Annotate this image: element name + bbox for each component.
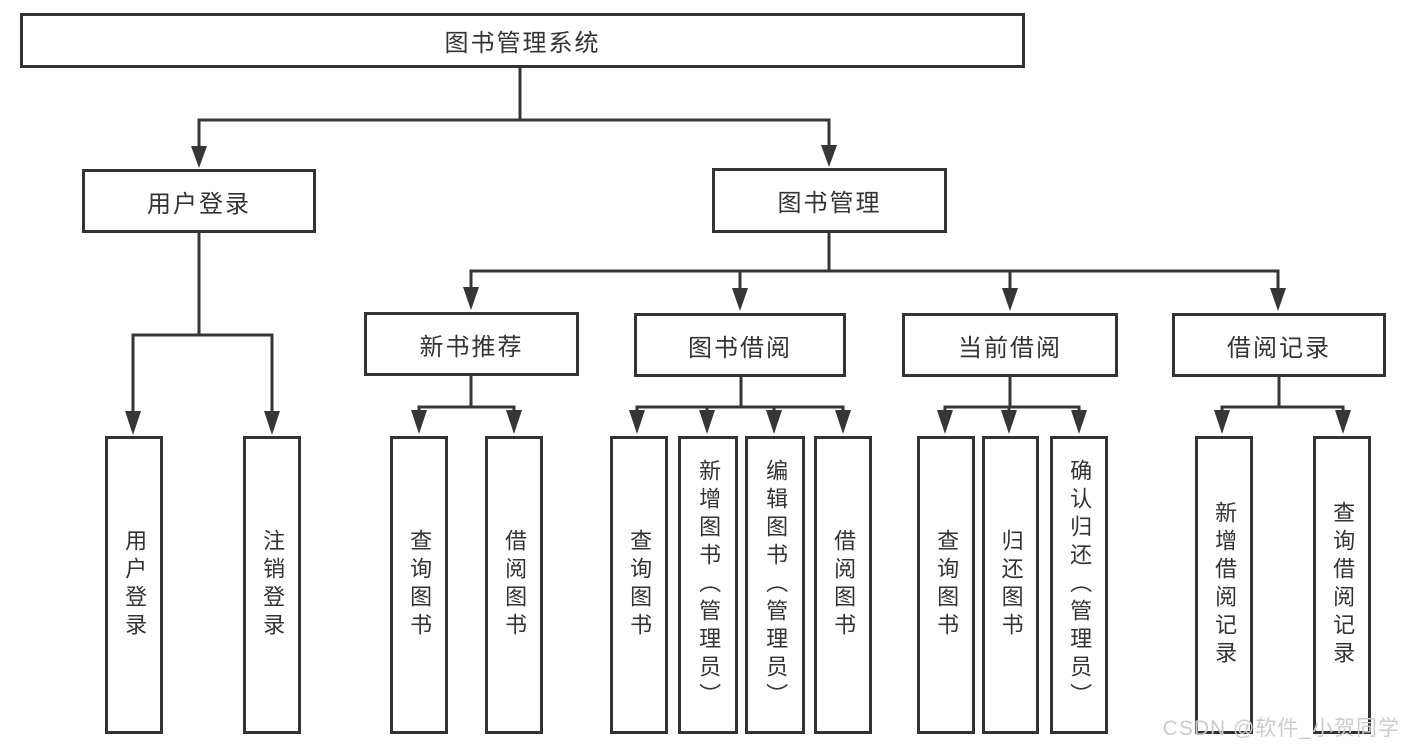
leaf-borrow-books-borrowing-label: 借阅图书: [831, 529, 857, 641]
node-new-book-recommendation: 新书推荐: [364, 312, 579, 376]
node-book-borrowing-label: 图书借阅: [688, 334, 792, 362]
leaf-query-books-borrowing: 查询图书: [610, 436, 668, 734]
leaf-query-books-recommend-label: 查询图书: [407, 529, 433, 641]
node-book-management: 图书管理: [712, 168, 947, 233]
node-book-management-label: 图书管理: [777, 190, 882, 217]
leaf-return-books-label: 归还图书: [998, 529, 1024, 641]
node-library-system: 图书管理系统: [20, 13, 1025, 68]
node-borrowing-records-label: 借阅记录: [1227, 334, 1331, 362]
leaf-return-books: 归还图书: [982, 436, 1039, 734]
node-user-login: 用户登录: [82, 169, 316, 233]
leaf-query-books-current: 查询图书: [917, 436, 975, 734]
leaf-borrow-books-recommend-label: 借阅图书: [502, 529, 528, 641]
leaf-add-book-admin-label: 新增图书（管理员）: [696, 459, 722, 711]
node-borrowing-records: 借阅记录: [1172, 313, 1386, 377]
leaf-query-books-borrowing-label: 查询图书: [627, 529, 653, 641]
leaf-logout-label: 注销登录: [260, 529, 286, 641]
leaf-borrow-books-recommend: 借阅图书: [485, 436, 543, 734]
leaf-user-login-label: 用户登录: [122, 529, 148, 641]
csdn-watermark: CSDN @软件_小贺同学: [1162, 717, 1400, 740]
node-current-borrowing: 当前借阅: [902, 313, 1118, 377]
node-user-login-label: 用户登录: [147, 190, 251, 218]
leaf-confirm-return-admin: 确认归还（管理员）: [1050, 436, 1108, 734]
leaf-query-books-current-label: 查询图书: [934, 529, 960, 641]
leaf-edit-book-admin-label: 编辑图书（管理员）: [763, 459, 789, 711]
leaf-user-login: 用户登录: [105, 436, 163, 734]
leaf-query-borrow-record: 查询借阅记录: [1313, 436, 1371, 734]
leaf-logout: 注销登录: [243, 436, 301, 734]
node-library-system-label: 图书管理系统: [444, 30, 601, 57]
leaf-edit-book-admin: 编辑图书（管理员）: [745, 436, 805, 734]
leaf-borrow-books-borrowing: 借阅图书: [814, 436, 872, 734]
leaf-add-borrow-record-label: 新增借阅记录: [1212, 501, 1238, 669]
node-book-borrowing: 图书借阅: [634, 313, 846, 377]
leaf-add-book-admin: 新增图书（管理员）: [678, 436, 738, 734]
node-new-book-recommendation-label: 新书推荐: [419, 333, 524, 361]
leaf-query-borrow-record-label: 查询借阅记录: [1330, 501, 1356, 669]
leaf-query-books-recommend: 查询图书: [390, 436, 448, 734]
leaf-confirm-return-admin-label: 确认归还（管理员）: [1067, 459, 1093, 711]
leaf-add-borrow-record: 新增借阅记录: [1195, 436, 1253, 734]
node-current-borrowing-label: 当前借阅: [958, 334, 1062, 362]
